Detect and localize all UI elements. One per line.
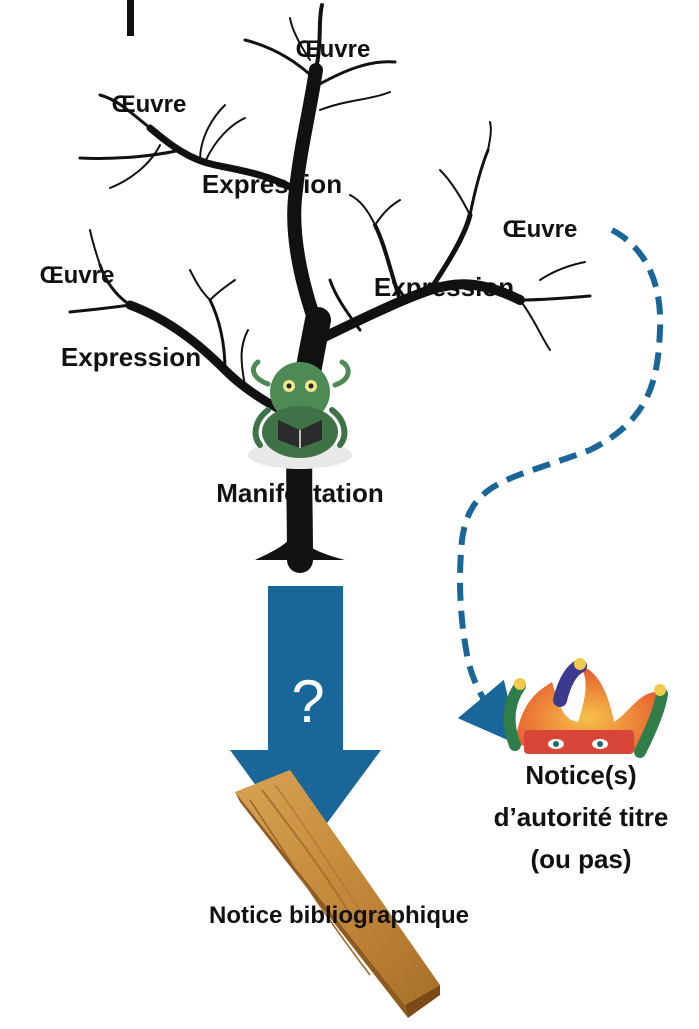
label-oeuvre-top: Œuvre [296, 36, 371, 63]
label-notice-bibliographique: Notice bibliographique [209, 902, 469, 929]
top-edge-stroke [127, 0, 134, 36]
dashed-link-arrow [457, 227, 664, 746]
label-expression-center: Expression [202, 169, 342, 199]
label-oeuvre-left-upper: Œuvre [112, 91, 187, 118]
label-oeuvre-right: Œuvre [503, 216, 578, 243]
authority-line-1: Notice(s) [525, 760, 636, 790]
label-expression-right: Expression [374, 272, 514, 302]
label-oeuvre-left-lower: Œuvre [40, 262, 115, 289]
jester-hat-icon [503, 658, 668, 758]
label-expression-left: Expression [61, 342, 201, 372]
authority-line-2: d’autorité titre [494, 802, 669, 832]
octopus-reader-icon [248, 359, 352, 469]
authority-line-3: (ou pas) [530, 844, 631, 874]
arrow-question-mark: ? [291, 668, 324, 735]
wooden-plank-icon [235, 770, 440, 1018]
tree-graphic [68, 3, 592, 573]
label-manifestation: Manifestation [216, 478, 384, 508]
